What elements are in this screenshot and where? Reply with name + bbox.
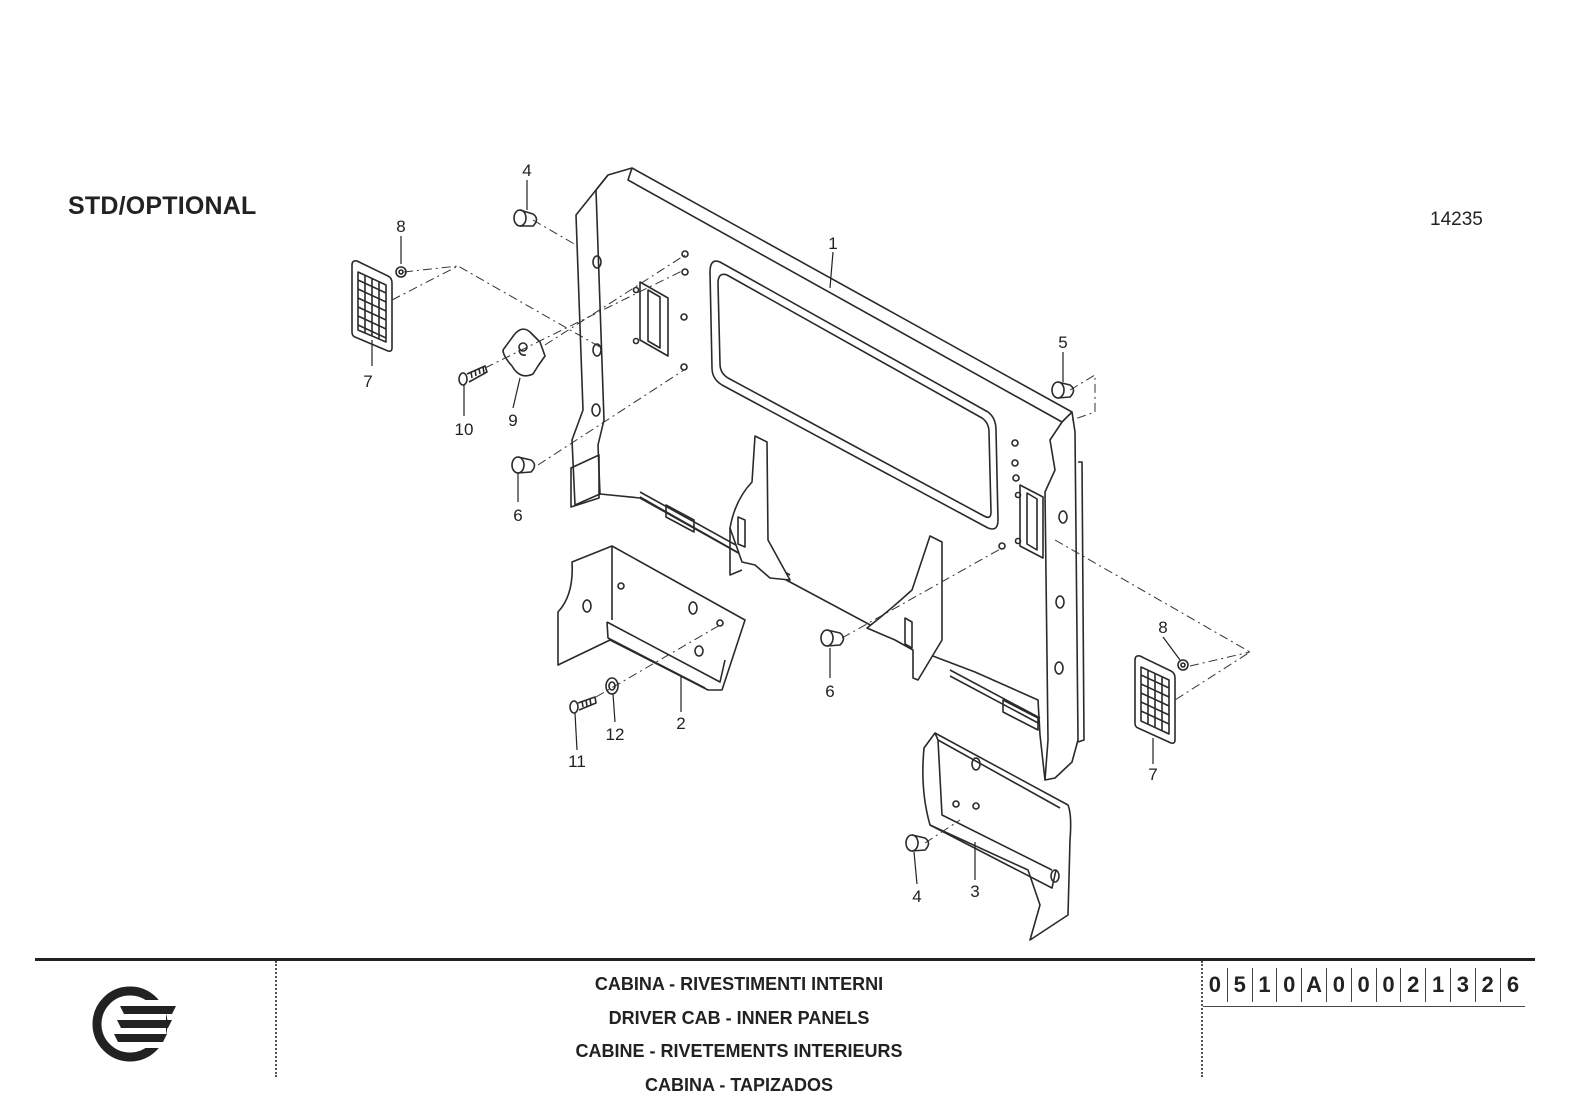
exploded-view-drawing: 4 1 8 5 7 9 10 6 8 6 2 12 7 11 3 4 [351,161,1251,941]
push-clip-5 [1051,381,1075,399]
push-clip-6-right [820,629,845,647]
code-char: 0 [1352,968,1377,1002]
title-spanish: CABINA - TAPIZADOS [645,1074,833,1095]
callout-10: 10 [455,420,474,439]
coat-hook [502,328,546,377]
callout-6-right: 6 [825,682,834,701]
title-block-separator-right [1201,961,1203,1077]
callout-1: 1 [828,234,837,253]
callout-3: 3 [970,882,979,901]
vent-grille-right [1134,655,1176,744]
manufacturer-logo [92,986,176,1062]
callout-6-left: 6 [513,506,522,525]
code-char: 0 [1277,968,1303,1002]
callout-11: 11 [568,752,586,771]
code-char: 1 [1253,968,1278,1002]
title-block-divider [35,958,1535,961]
code-char: 2 [1476,968,1501,1002]
title-italian: CABINA - RIVESTIMENTI INTERNI [594,974,884,994]
callout-7-left: 7 [363,372,372,391]
title-block-separator-left [275,961,277,1077]
callout-5: 5 [1058,333,1067,352]
std-optional-label: STD/OPTIONAL [68,192,257,220]
drawing-code: 0 5 1 0 A 0 0 0 2 1 3 2 6 [1203,968,1526,1007]
code-char: 6 [1506,972,1520,997]
screw-10 [458,365,488,386]
code-char: 3 [1451,968,1476,1002]
leader-lines [371,180,1181,885]
drawing-titles: CABINA - RIVESTIMENTI INTERNI DRIVER CAB… [278,970,1200,1104]
washer-right [1177,659,1189,671]
code-char: 5 [1228,968,1253,1002]
screw-11 [569,696,597,714]
callout-2: 2 [676,714,685,733]
callout-4-top: 4 [522,161,531,180]
callout-12: 12 [606,725,625,744]
callout-8-right: 8 [1158,618,1167,637]
callout-4-bottom: 4 [912,887,921,906]
title-english: DRIVER CAB - INNER PANELS [608,1007,870,1028]
vent-grille-left [351,260,393,352]
push-clip-6-left [511,456,536,474]
assembly-lines [391,219,1251,844]
push-clip-4-bottom [905,834,930,852]
title-french: CABINE - RIVETEMENTS INTERIEURS [575,1041,903,1061]
code-char: 0 [1377,968,1402,1002]
callout-9: 9 [508,411,517,430]
callout-7-right: 7 [1148,765,1157,784]
code-char: 1 [1426,968,1451,1002]
lower-right-panel [922,732,1072,941]
rear-inner-panel [570,167,1085,781]
code-char: A [1302,968,1327,1002]
code-char: 0 [1203,968,1228,1002]
lower-left-panel [557,545,746,691]
code-char: 2 [1401,968,1427,1002]
callout-8-left: 8 [396,217,405,236]
nut-12 [605,677,619,695]
code-char: 0 [1327,968,1352,1002]
drawing-reference-number: 14235 [1430,209,1483,230]
push-clip-4-top [513,209,538,227]
